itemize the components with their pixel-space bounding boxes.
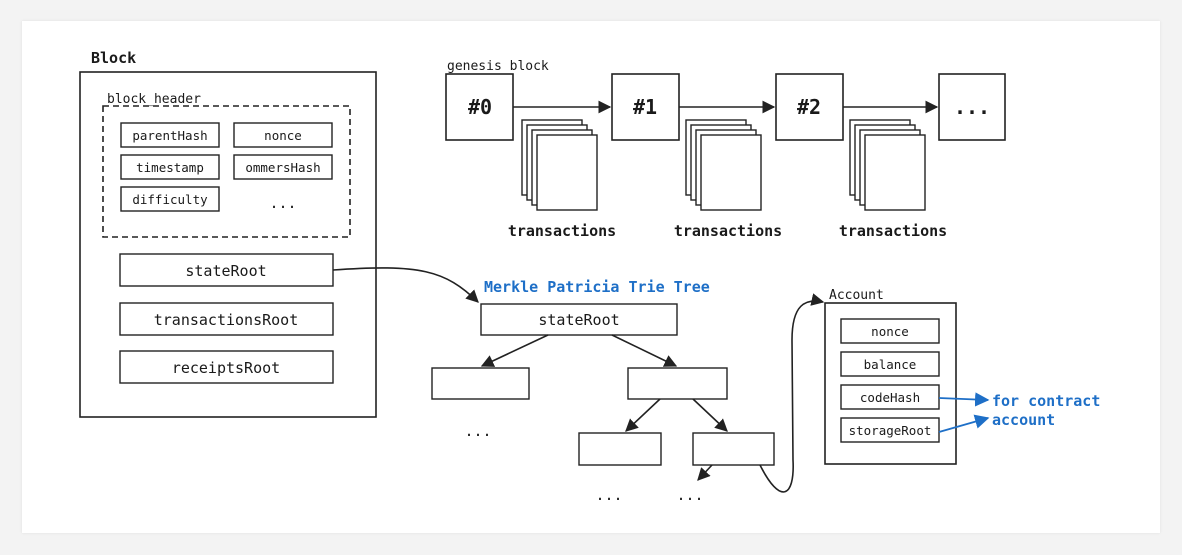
genesis-label: genesis block [447, 59, 549, 74]
root-label: receiptsRoot [172, 359, 280, 377]
trie-edge-rr-child [697, 464, 713, 481]
codehash-contract-arrow [938, 392, 990, 407]
trie-edge-right-left [625, 398, 661, 432]
tx-label-1: transactions [674, 222, 782, 240]
chain-block-2: #2 [775, 73, 844, 141]
tx-stack-2 [849, 119, 926, 211]
account-title: Account [829, 288, 884, 303]
header-field-label: difficulty [132, 192, 208, 207]
tx-stack-1 [685, 119, 762, 211]
trie-root-node: stateRoot [480, 303, 678, 336]
chain-block-label: #1 [633, 95, 657, 119]
trie-node-left [431, 367, 530, 400]
header-field-label: ommersHash [245, 160, 320, 175]
trie-node-right [627, 367, 728, 400]
trie-root-label: stateRoot [538, 311, 619, 329]
account-field-label: storageRoot [849, 423, 932, 438]
stateroot-to-trie-arrow [332, 267, 479, 303]
contract-note-line2: account [992, 411, 1055, 429]
account-field-label: codeHash [860, 390, 920, 405]
trie-edge-root-right [611, 334, 678, 367]
header-field-nonce: nonce [233, 122, 333, 148]
trie-edge-root-left [480, 334, 549, 367]
root-transactionsroot: transactionsRoot [119, 302, 334, 336]
account-field-label: balance [864, 357, 917, 372]
header-field-difficulty: difficulty [120, 186, 220, 212]
trie-ellipsis-bottom-2: ... [676, 486, 703, 504]
header-field-label: parentHash [132, 128, 207, 143]
account-field-label: nonce [871, 324, 909, 339]
block-header-frame [102, 105, 351, 238]
account-field-codehash: codeHash [840, 384, 940, 410]
account-field-storageroot: storageRoot [840, 417, 940, 443]
tx-label-0: transactions [508, 222, 616, 240]
block-header-label: block_header [107, 92, 201, 107]
trie-node-right-right [692, 432, 775, 466]
tx-label-2: transactions [839, 222, 947, 240]
chain-block-0: #0 [445, 73, 514, 141]
block-title: Block [91, 49, 136, 67]
header-field-parenthash: parentHash [120, 122, 220, 148]
chain-block-ellipsis: ... [938, 73, 1006, 141]
header-field-label: nonce [264, 128, 302, 143]
tx-stack-0 [521, 119, 598, 211]
account-field-balance: balance [840, 351, 940, 377]
trie-node-right-left [578, 432, 662, 466]
header-field-ommershash: ommersHash [233, 154, 333, 180]
root-label: stateRoot [185, 262, 266, 280]
chain-block-1: #1 [611, 73, 680, 141]
header-field-timestamp: timestamp [120, 154, 220, 180]
header-field-label: timestamp [136, 160, 204, 175]
chain-block-label: #0 [468, 95, 492, 119]
trie-title: Merkle Patricia Trie Tree [484, 278, 710, 296]
trie-ellipsis-bottom-1: ... [595, 486, 622, 504]
contract-note-line1: for contract [992, 392, 1100, 410]
header-field-ellipsis: ... [269, 194, 296, 212]
root-receiptsroot: receiptsRoot [119, 350, 334, 384]
trie-ellipsis-left: ... [464, 422, 491, 440]
root-stateroot: stateRoot [119, 253, 334, 287]
chain-block-label: #2 [797, 95, 821, 119]
trie-edge-right-right [692, 398, 728, 432]
chain-block-label: ... [954, 95, 990, 119]
leaf-to-account-arrow [759, 293, 825, 493]
root-label: transactionsRoot [154, 311, 299, 329]
storageroot-contract-arrow [938, 414, 990, 433]
account-field-nonce: nonce [840, 318, 940, 344]
